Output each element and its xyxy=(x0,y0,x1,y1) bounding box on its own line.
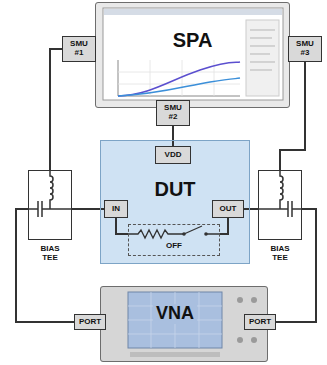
dut-box: DUT VDD IN OUT OFF xyxy=(100,140,250,264)
node-label: BIAS TEE xyxy=(35,245,65,263)
dut-fill xyxy=(100,140,250,264)
spa-screen xyxy=(103,8,283,100)
bias-tee-box: BIAS TEE xyxy=(28,170,72,240)
pin-box: OUT xyxy=(212,200,244,218)
pin-box: IN xyxy=(104,200,128,218)
vna-body xyxy=(100,286,268,362)
node-label: VDD xyxy=(165,151,182,160)
pin-box: VDD xyxy=(155,146,191,164)
plot-grid xyxy=(118,60,240,96)
connector-wire xyxy=(50,49,62,170)
connector-wire xyxy=(116,218,128,234)
connector-wire xyxy=(276,209,316,322)
plot-axes xyxy=(118,60,240,96)
smu-box: SMU #1 xyxy=(62,36,96,62)
plot-curve xyxy=(118,78,240,96)
connector-wire xyxy=(220,218,228,234)
instrument-box: VNAPORTPORT xyxy=(100,286,268,362)
node-label: IN xyxy=(112,205,120,214)
vna-buttons xyxy=(130,352,220,357)
spa-toolbar xyxy=(104,9,282,15)
inductor-symbol xyxy=(280,170,283,209)
inductor-symbol xyxy=(50,170,53,209)
spa-body xyxy=(95,2,290,108)
switch-symbol xyxy=(184,226,220,234)
switch-contact xyxy=(204,232,208,236)
spa-panel-lines xyxy=(250,30,275,70)
smu-box: SMU #2 xyxy=(156,100,190,126)
smu-box: SMU #3 xyxy=(288,36,322,62)
resistor-symbol xyxy=(128,230,184,238)
node-label: SMU #1 xyxy=(68,40,90,58)
node-label: SMU #3 xyxy=(294,40,316,58)
vna-knob xyxy=(251,337,257,343)
node-label: DUT xyxy=(154,178,195,200)
vna-knob xyxy=(237,297,243,303)
node-label: OFF xyxy=(166,242,182,251)
node-label: SMU #2 xyxy=(162,104,184,122)
capacitor-symbol xyxy=(28,201,72,217)
switch-box: OFF xyxy=(128,224,220,256)
node-label: OUT xyxy=(220,205,237,214)
spa-side-panel xyxy=(246,20,279,96)
node-label: VNA xyxy=(153,304,197,324)
node-label: BIAS TEE xyxy=(265,245,295,263)
vna-screen xyxy=(128,292,222,348)
instrument-box: SPASMU #1SMU #3SMU #2 xyxy=(95,2,290,108)
vna-knob xyxy=(237,337,243,343)
vna-grid xyxy=(128,292,222,348)
node-label: PORT xyxy=(79,318,101,327)
connector-wire xyxy=(280,62,305,170)
vna-knob xyxy=(251,297,257,303)
connector-wire xyxy=(244,208,258,210)
capacitor-symbol xyxy=(258,201,302,217)
switch-contact xyxy=(182,232,186,236)
connector-wire xyxy=(172,126,174,146)
plot-curve xyxy=(118,62,240,96)
connector-wire xyxy=(16,209,74,322)
port-box: PORT xyxy=(244,314,276,330)
port-box: PORT xyxy=(74,314,106,330)
node-label: PORT xyxy=(249,318,271,327)
bias-tee-box: BIAS TEE xyxy=(258,170,302,240)
node-label: SPA xyxy=(170,29,216,51)
